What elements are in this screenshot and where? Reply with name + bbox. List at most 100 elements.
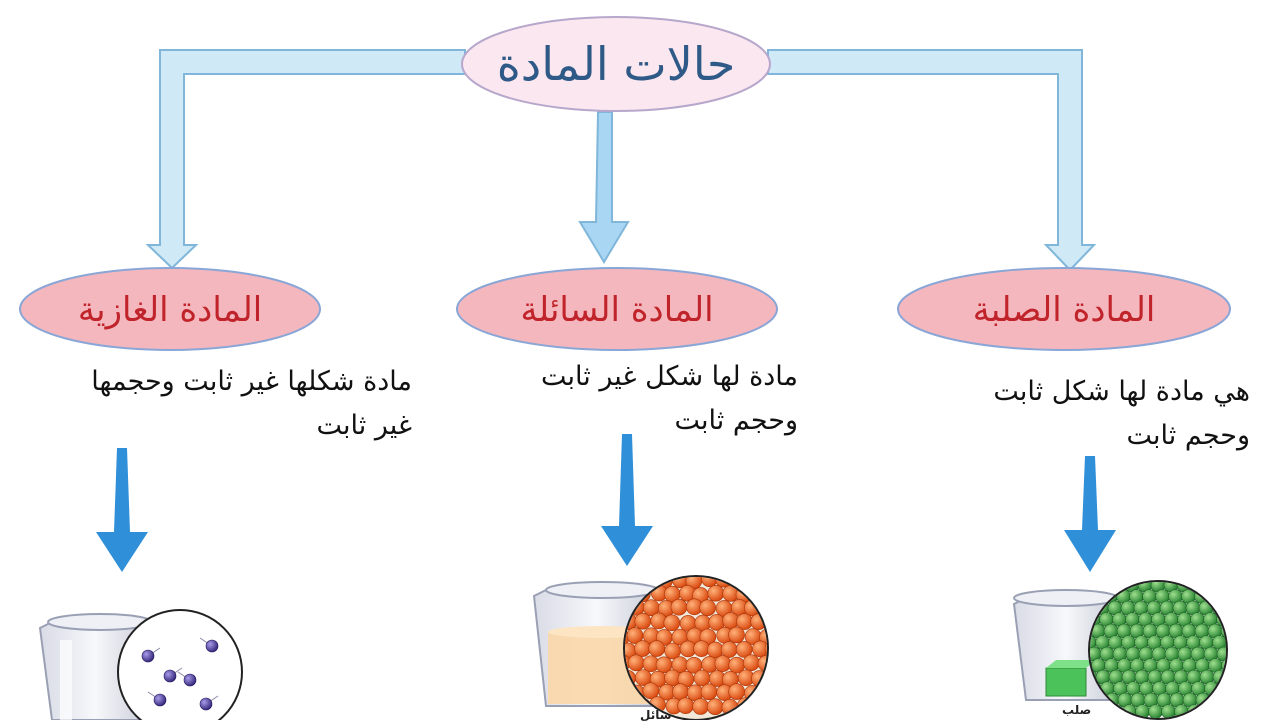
particle — [1207, 589, 1222, 604]
particle — [183, 673, 197, 687]
particle — [1220, 589, 1226, 604]
particle — [764, 640, 767, 657]
particle — [634, 640, 651, 657]
particle — [1109, 704, 1124, 718]
particle — [766, 670, 767, 688]
gas-beaker-illustration — [38, 609, 243, 724]
particle — [1195, 692, 1211, 708]
particle — [642, 682, 660, 700]
particle — [752, 696, 767, 714]
particle — [1242, 578, 1256, 592]
description-line: هي مادة لها شكل ثابت — [993, 376, 1250, 407]
particle — [1238, 601, 1252, 615]
description-line: مادة لها شكل غير ثابت — [540, 361, 798, 392]
particle — [1234, 590, 1248, 604]
particle — [677, 697, 694, 714]
particle — [1098, 582, 1114, 593]
gas-ellipse — [19, 267, 321, 351]
solid-description: هي مادة لها شكل ثابت وحجم ثابت — [993, 370, 1250, 458]
particle — [1211, 600, 1226, 616]
particle — [1221, 692, 1226, 708]
particle — [1227, 705, 1241, 719]
particle — [1247, 590, 1261, 604]
arrow-down-icon — [601, 434, 653, 566]
particle — [766, 614, 767, 632]
particle — [1224, 600, 1226, 616]
particle — [1231, 682, 1245, 696]
particle — [728, 626, 745, 644]
particle — [692, 698, 709, 715]
particle — [672, 683, 689, 700]
description-line: غير ثابت — [316, 410, 412, 441]
particle — [751, 670, 767, 687]
particle — [759, 682, 767, 700]
particle — [1216, 646, 1226, 662]
particle — [693, 640, 710, 657]
liquid-ellipse — [456, 267, 778, 351]
particle — [663, 614, 681, 632]
liquid-description: مادة لها شكل غير ثابت وحجم ثابت — [541, 355, 798, 443]
particle — [1230, 613, 1244, 627]
particle — [706, 698, 724, 716]
particle — [199, 697, 213, 711]
description-line: وحجم ثابت — [1126, 420, 1250, 451]
particle — [1217, 681, 1226, 696]
particle — [693, 669, 711, 687]
connector-to-solid — [767, 49, 1097, 272]
connector-to-gas — [145, 49, 466, 270]
particle — [742, 654, 760, 672]
particle — [1234, 624, 1248, 638]
particle — [720, 641, 738, 658]
particle — [1225, 635, 1226, 650]
particle — [730, 577, 747, 588]
arrow-down-icon — [1064, 456, 1116, 572]
description-line: مادة شكلها غير ثابت وحجمها — [91, 366, 412, 397]
particle — [153, 693, 167, 707]
particle — [1225, 669, 1226, 685]
particle — [750, 585, 767, 602]
liquid-caption: سائل — [640, 708, 672, 722]
particle — [1235, 659, 1249, 673]
particle — [1200, 704, 1215, 718]
particle — [163, 669, 177, 683]
particle — [1215, 582, 1226, 593]
particle — [1229, 578, 1243, 592]
particle — [670, 598, 688, 616]
particle — [1096, 704, 1111, 718]
gas-state-title: المادة الغازية — [77, 290, 263, 330]
particle — [141, 649, 155, 663]
particle — [1202, 582, 1218, 593]
particle — [757, 577, 767, 587]
title-ellipse — [461, 16, 771, 112]
particle — [744, 577, 761, 589]
particle — [1239, 636, 1253, 650]
particle — [700, 683, 718, 701]
liquid-state-title: المادة السائلة — [520, 290, 714, 330]
particle — [205, 639, 219, 653]
particle — [1213, 704, 1226, 718]
liquid-beaker-illustration — [532, 575, 769, 721]
particle — [1243, 613, 1257, 627]
particle — [634, 612, 652, 630]
solid-caption: صلب — [1062, 703, 1092, 717]
particle — [765, 697, 767, 715]
solid-state-title: المادة الصلبة — [972, 290, 1156, 330]
particle — [707, 584, 725, 602]
particle — [1216, 612, 1226, 627]
particle — [759, 628, 767, 646]
arrow-down-icon — [96, 448, 148, 572]
particle — [1230, 647, 1244, 661]
particle — [728, 683, 745, 700]
description-line: وحجم ثابت — [674, 405, 798, 436]
particle — [1148, 704, 1163, 718]
particle — [758, 600, 767, 618]
gas-description: مادة شكلها غير ثابت وحجمها غير ثابت — [91, 360, 412, 448]
particle — [764, 586, 767, 604]
particle — [752, 640, 767, 658]
particle — [648, 640, 666, 657]
particle — [714, 655, 732, 672]
page-title: حالات المادة — [496, 37, 736, 91]
connector-to-liquid — [578, 111, 630, 264]
